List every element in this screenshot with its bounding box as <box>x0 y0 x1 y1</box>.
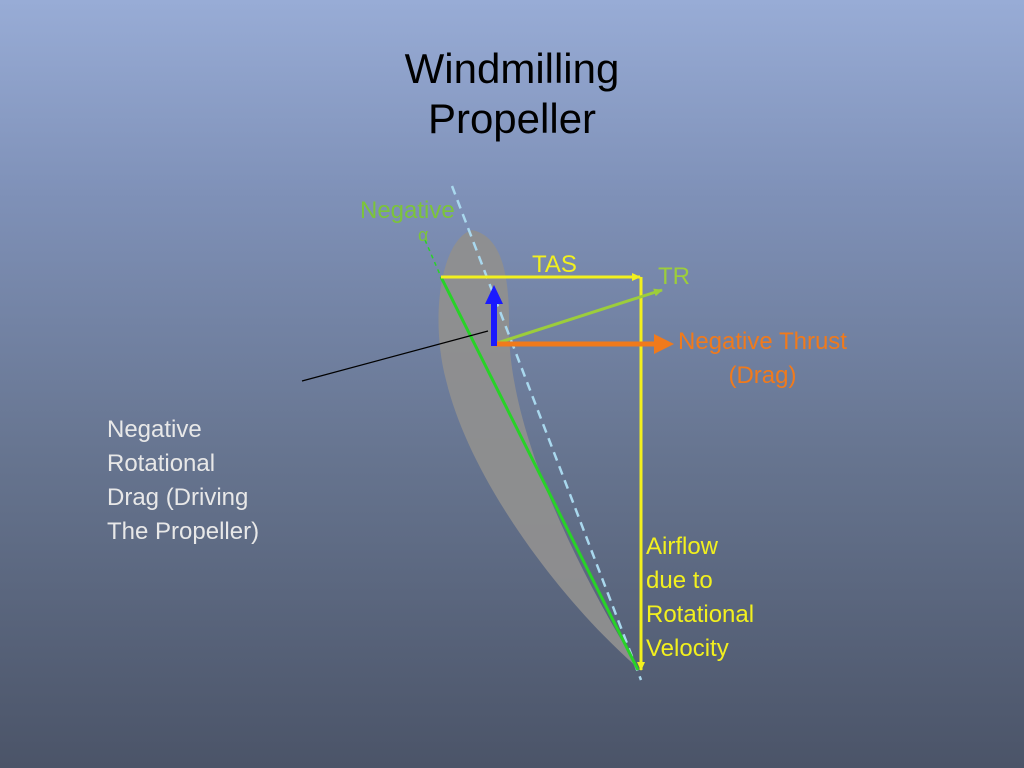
title-line-2: Propeller <box>427 95 597 142</box>
title-line-1: Windmilling <box>404 45 620 92</box>
negative-thrust-arrowhead <box>654 334 674 354</box>
airflow-label: Airflow due to Rotational Velocity <box>646 530 754 666</box>
negative-alpha-pointer <box>424 239 442 278</box>
propeller-blade-section <box>438 230 638 668</box>
negative-thrust-label: Negative Thrust (Drag) <box>678 325 847 393</box>
rotational-drag-line-1: Negative <box>107 416 202 443</box>
slide-title: Windmilling Propeller <box>312 44 712 144</box>
airflow-line-1: Airflow <box>646 533 719 560</box>
rotational-drag-arrowhead <box>485 285 503 304</box>
tr-label: TR <box>658 263 690 290</box>
rotational-drag-leader-line <box>301 330 489 382</box>
relative-airflow-line <box>439 276 640 671</box>
airflow-line-2: due to <box>646 567 713 594</box>
chord-line <box>450 185 643 681</box>
airflow-line-3: Rotational <box>646 601 755 628</box>
negative-alpha-label: Negative α <box>360 196 455 244</box>
rotational-drag-line-3: Drag (Driving <box>107 484 249 511</box>
rotational-drag-label: Negative Rotational Drag (Driving The Pr… <box>107 413 259 549</box>
negative-thrust-line-1: Negative Thrust <box>678 328 847 355</box>
negative-thrust-line-2: (Drag) <box>728 362 797 389</box>
negative-alpha-line-2: α <box>418 225 429 245</box>
tas-label: TAS <box>532 251 577 278</box>
rotational-drag-line-2: Rotational <box>107 450 216 477</box>
negative-alpha-line-1: Negative <box>360 197 455 224</box>
rotational-drag-line-4: The Propeller) <box>107 518 260 545</box>
total-reaction-vector <box>493 288 663 346</box>
airflow-line-4: Velocity <box>646 635 729 662</box>
